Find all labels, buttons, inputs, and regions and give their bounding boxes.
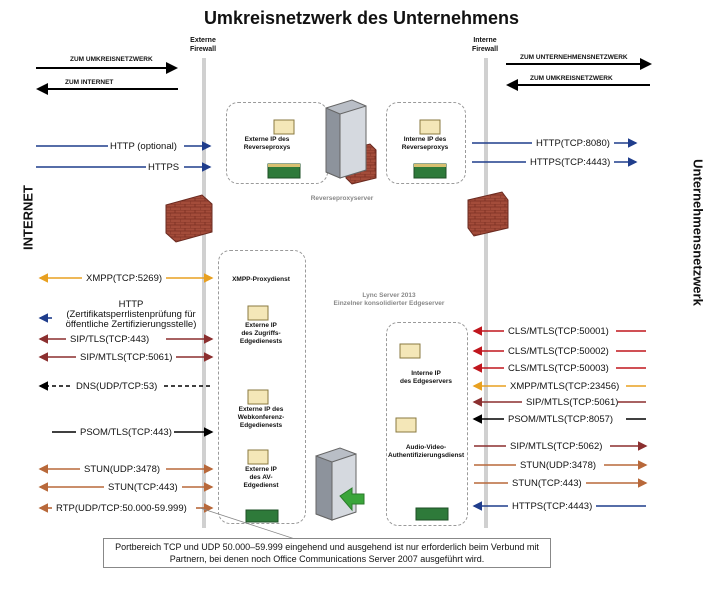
- reverse-proxy-server-label: Reverseproxyserver: [310, 195, 374, 202]
- edge-internal-ip: Interne IP des Edgeservers: [399, 370, 453, 385]
- right-protocol-label: HTTPS(TCP:4443): [530, 157, 611, 168]
- edge-external-box: [218, 250, 306, 524]
- access-edge-external-ip: Externe IP des Zugriffs- Edgedienests: [239, 322, 283, 345]
- external-firewall-line: [202, 58, 206, 528]
- right-protocol-label: CLS/MTLS(TCP:50002): [508, 346, 609, 357]
- left-protocol-label: RTP(UDP/TCP:50.000-59.999): [56, 503, 187, 514]
- edge-internal-box: [386, 322, 468, 526]
- reverse-proxy-internal-box: [386, 102, 466, 184]
- reverse-proxy-internal-ip: Interne IP des Reverseproxys: [401, 136, 449, 151]
- right-protocol-label: STUN(UDP:3478): [520, 460, 597, 471]
- right-protocol-label: CLS/MTLS(TCP:50001): [508, 326, 609, 337]
- left-protocol-label: HTTP (Zertifikatsperrlistenprüfung für ö…: [65, 299, 197, 330]
- legend-to-internet: ZUM INTERNET: [65, 79, 114, 86]
- av-edge-external-ip: Externe IP des AV- Edgedienst: [243, 466, 279, 489]
- note-callout: [199, 507, 299, 541]
- legend-to-perimeter-right: ZUM UMKREISNETZWERK: [530, 75, 613, 82]
- left-protocol-label: DNS(UDP/TCP:53): [76, 381, 158, 392]
- footnote: Portbereich TCP und UDP 50.000–59.999 ei…: [103, 538, 551, 568]
- left-protocol-label: SIP/TLS(TCP:443): [70, 334, 150, 345]
- left-protocol-label: STUN(TCP:443): [108, 482, 178, 493]
- legend-to-corp: ZUM UNTERNEHMENSNETZWERK: [520, 54, 628, 61]
- left-protocol-label: HTTPS: [148, 162, 180, 173]
- internal-firewall-label: Interne Firewall: [471, 37, 499, 53]
- xmpp-proxy-service: XMPP-Proxydienst: [232, 276, 290, 283]
- network-card-icon: [245, 163, 449, 523]
- internal-firewall-line: [484, 58, 488, 528]
- legend-to-perimeter: ZUM UMKREISNETZWERK: [70, 56, 153, 63]
- edge-server-caption: Lync Server 2013 Einzelner konsolidierte…: [333, 292, 445, 307]
- left-protocol-label: XMPP(TCP:5269): [86, 273, 163, 284]
- right-protocol-label: XMPP/MTLS(TCP:23456): [510, 381, 620, 392]
- reverse-proxy-server-icon: [325, 99, 367, 179]
- external-firewall-label: Externe Firewall: [189, 37, 217, 53]
- right-protocol-label: PSOM/MTLS(TCP:8057): [508, 414, 614, 425]
- left-protocol-label: STUN(UDP:3478): [84, 464, 161, 475]
- right-protocol-label: STUN(TCP:443): [512, 478, 582, 489]
- webconf-edge-external-ip: Externe IP des Webkonferenz- Edgedienest…: [237, 406, 285, 429]
- left-protocol-label: PSOM/TLS(TCP:443): [80, 427, 172, 438]
- edge-server-icon: [315, 447, 365, 521]
- diagram-title: Umkreisnetzwerk des Unternehmens: [203, 8, 520, 28]
- av-auth-service: Audio-Video- Authentifizierungsdienst: [388, 444, 465, 459]
- right-protocol-label: SIP/MTLS(TCP:5062): [510, 441, 603, 452]
- left-protocol-label: SIP/MTLS(TCP:5061): [80, 352, 173, 363]
- right-protocol-label: HTTPS(TCP:4443): [512, 501, 593, 512]
- left-protocol-label: HTTP (optional): [110, 141, 177, 152]
- reverse-proxy-external-ip: Externe IP des Reverseproxys: [243, 136, 291, 151]
- certificate-icon: [247, 119, 441, 465]
- right-protocol-label: HTTP(TCP:8080): [536, 138, 610, 149]
- right-protocol-label: CLS/MTLS(TCP:50003): [508, 363, 609, 374]
- right-protocol-label: SIP/MTLS(TCP:5061): [526, 397, 619, 408]
